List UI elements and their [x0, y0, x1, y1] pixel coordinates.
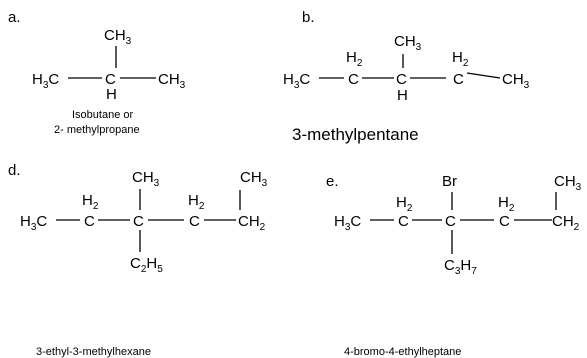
compound-name: 3-methylpentane [292, 125, 419, 144]
panel-a-label: a. [8, 9, 21, 26]
h2-label-left: H2 [396, 194, 413, 214]
methyl-group-left: H3C [334, 213, 361, 233]
panel-b-label: b. [302, 9, 315, 26]
methylene-carbon-left: C [398, 213, 409, 230]
central-carbon: C [133, 213, 144, 230]
methylene-carbon-right: C [453, 71, 464, 88]
methylene-carbon-left: C [348, 71, 359, 88]
methylene-carbon-left: C [84, 213, 95, 230]
methylene-carbon-right: C [499, 213, 510, 230]
methyl-group-top: CH3 [394, 33, 422, 53]
panel-d-label: d. [8, 162, 21, 179]
methyl-group-top: CH3 [132, 169, 160, 189]
compound-name-line1: Isobutane or [72, 109, 133, 121]
central-carbon: C [445, 213, 456, 230]
methylene-group-terminal: CH2 [238, 213, 266, 233]
methyl-group-terminal: CH3 [554, 173, 582, 193]
bromine-atom: Br [442, 173, 457, 190]
h2-label-right: H2 [188, 192, 205, 212]
compound-name: 3-ethyl-3-methylhexane [36, 346, 151, 358]
methyl-group-right: CH3 [502, 71, 530, 91]
methyl-group-left: H3C [20, 213, 47, 233]
panel-a: a. CH3 H3C C H CH3 Isobutane or 2- methy… [8, 9, 186, 136]
panel-e: e. H3C H2 C Br C C3H7 H2 C CH3 CH2 4-bro… [326, 173, 582, 358]
panel-e-label: e. [326, 173, 339, 190]
propyl-group: C3H7 [444, 257, 477, 277]
compound-name-line2: 2- methylpropane [54, 124, 140, 136]
compound-name: 4-bromo-4-ethylheptane [344, 346, 461, 358]
h2-label-right: H2 [498, 194, 515, 214]
central-carbon: C [105, 71, 116, 88]
h2-label-left: H2 [346, 49, 363, 69]
hydrogen-atom: H [397, 87, 408, 104]
ethyl-group: C2H5 [130, 255, 163, 275]
methyl-group-top: CH3 [104, 27, 132, 47]
hydrogen-atom: H [106, 86, 117, 103]
methylene-carbon-right: C [189, 213, 200, 230]
methyl-group-left: H3C [283, 71, 310, 91]
methyl-group-terminal: CH3 [240, 169, 268, 189]
bond-4 [466, 72, 501, 79]
panel-d: d. H3C H2 C CH3 C C2H5 H2 C CH3 CH2 3-et… [8, 162, 268, 358]
h2-label-right: H2 [452, 49, 469, 69]
methyl-group-left: H3C [32, 71, 59, 91]
methyl-group-right: CH3 [158, 71, 186, 91]
central-carbon: C [396, 71, 407, 88]
h2-label-left: H2 [82, 192, 99, 212]
methylene-group-terminal: CH2 [552, 213, 580, 233]
panel-b: b. H3C H2 C CH3 C H H2 C CH3 3-methylpen… [283, 9, 530, 144]
